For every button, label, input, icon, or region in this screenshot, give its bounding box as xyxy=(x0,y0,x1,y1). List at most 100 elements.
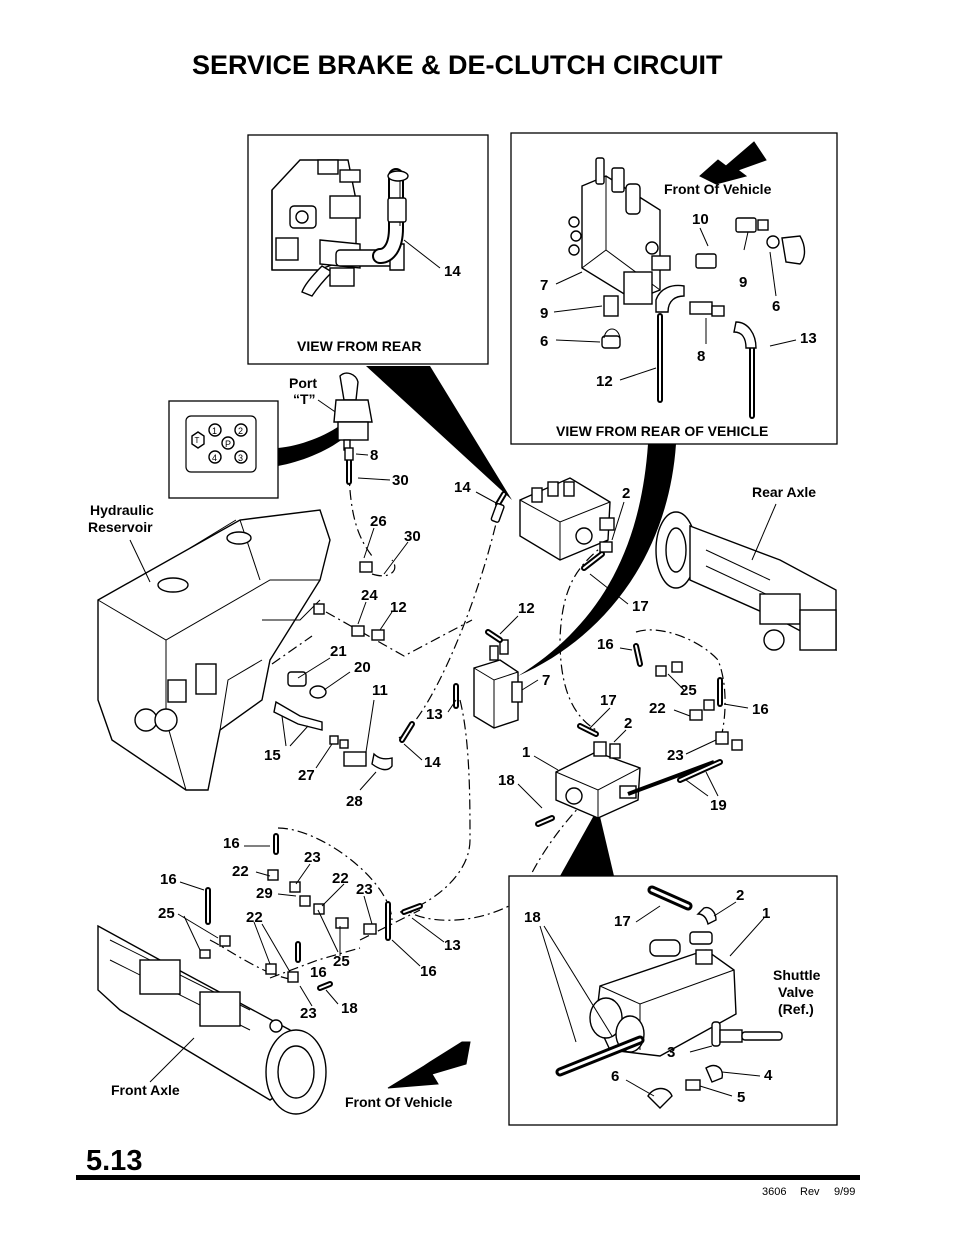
front-axle-drawing xyxy=(97,924,327,1115)
callout: 18 xyxy=(498,772,515,789)
callout: 9 xyxy=(540,305,548,322)
inset-caption-view-from-rear-of-vehicle: VIEW FROM REAR OF VEHICLE xyxy=(556,423,768,439)
callout: 26 xyxy=(370,513,387,530)
callout: 15 xyxy=(264,747,281,764)
rear-vehicle-hoses xyxy=(655,284,757,419)
callout: 21 xyxy=(330,643,347,660)
port-4: 4 xyxy=(212,453,217,463)
rear-valve-drawing xyxy=(271,159,405,297)
brake-valve-joystick xyxy=(333,372,373,451)
callout: 20 xyxy=(354,659,371,676)
callout: 14 xyxy=(424,754,441,771)
port-1: 1 xyxy=(212,426,217,436)
callout: 30 xyxy=(392,472,409,489)
fittings-rear-vehicle xyxy=(601,217,806,349)
callout: 19 xyxy=(710,797,727,814)
direction-arrow-front-top xyxy=(699,141,767,185)
callout: 4 xyxy=(764,1067,773,1084)
page-title: SERVICE BRAKE & DE-CLUTCH CIRCUIT xyxy=(192,50,723,80)
reservoir-frame-drawing xyxy=(97,509,331,791)
port-t: T xyxy=(195,436,200,445)
callout: 7 xyxy=(540,277,548,294)
callout: 12 xyxy=(390,599,407,616)
callout: 9 xyxy=(739,274,747,291)
callout: 23 xyxy=(356,881,373,898)
callout: 30 xyxy=(404,528,421,545)
callout: 22 xyxy=(332,870,349,887)
port-diagram-pointer xyxy=(278,424,344,466)
callout: 27 xyxy=(298,767,315,784)
hydraulic-reservoir-label-line1: Hydraulic xyxy=(90,502,154,518)
rear-inset-hose-14 xyxy=(372,168,409,264)
rear-vehicle-view-pointer xyxy=(518,444,676,676)
callout: 12 xyxy=(518,600,535,617)
callout: 16 xyxy=(420,963,437,980)
inset-caption-view-from-rear: VIEW FROM REAR xyxy=(297,338,421,354)
rear-axle-label: Rear Axle xyxy=(752,484,816,500)
callout: 2 xyxy=(624,715,632,732)
callout: 8 xyxy=(370,447,378,464)
callout: 17 xyxy=(632,598,649,615)
hydraulic-reservoir-label-line2: Reservoir xyxy=(88,519,153,535)
callout: 7 xyxy=(542,672,550,689)
callout: 23 xyxy=(300,1005,317,1022)
callout: 22 xyxy=(246,909,263,926)
callout: 14 xyxy=(444,263,461,280)
callout: 28 xyxy=(346,793,363,810)
shuttle-view-pointer xyxy=(560,808,614,876)
callout: 16 xyxy=(160,871,177,888)
footer-date: 9/99 xyxy=(834,1186,855,1198)
callout: 25 xyxy=(680,682,697,699)
front-of-vehicle-label-top: Front Of Vehicle xyxy=(664,181,772,197)
callout: 1 xyxy=(762,905,770,922)
shuttle-inset-hoses xyxy=(555,885,693,1077)
port-p: P xyxy=(225,439,231,449)
callout: 18 xyxy=(341,1000,358,1017)
callout: 13 xyxy=(426,706,443,723)
port-t-label-line2: “T” xyxy=(293,391,316,407)
callout: 23 xyxy=(304,849,321,866)
callout: 18 xyxy=(524,909,541,926)
callout: 25 xyxy=(158,905,175,922)
callout: 5 xyxy=(737,1089,745,1106)
shuttle-valve-label-line2: Valve xyxy=(778,984,814,1000)
footer-rev-label: Rev xyxy=(800,1186,820,1198)
port-2: 2 xyxy=(238,426,243,436)
callout: 12 xyxy=(596,373,613,390)
shuttle-inset-drawing xyxy=(589,906,783,1109)
callout: 13 xyxy=(444,937,461,954)
callout: 13 xyxy=(800,330,817,347)
callout: 16 xyxy=(752,701,769,718)
declutch-valve-drawing xyxy=(473,639,523,729)
shuttle-valve-label-line1: Shuttle xyxy=(773,967,821,983)
callout: 22 xyxy=(649,700,666,717)
port-3: 3 xyxy=(238,453,243,463)
callout: 3 xyxy=(667,1044,675,1061)
page-number: 5.13 xyxy=(86,1145,142,1177)
rear-axle-drawing xyxy=(655,511,837,652)
callout: 11 xyxy=(372,682,388,699)
port-diagram-ports xyxy=(191,423,248,464)
footer-doc-number: 3606 xyxy=(762,1186,786,1198)
direction-arrow-front-bottom xyxy=(387,1041,471,1089)
callout: 17 xyxy=(614,913,631,930)
callout: 10 xyxy=(692,211,709,228)
callout: 16 xyxy=(310,964,327,981)
callout: 6 xyxy=(611,1068,619,1085)
front-of-vehicle-label-bottom: Front Of Vehicle xyxy=(345,1094,453,1110)
shuttle-valve-main-drawing xyxy=(555,741,641,819)
callout: 16 xyxy=(223,835,240,852)
main-valve-drawing xyxy=(519,477,615,561)
callout: 22 xyxy=(232,863,249,880)
callout: 2 xyxy=(736,887,744,904)
callout: 14 xyxy=(454,479,471,496)
callout: 1 xyxy=(522,744,530,761)
footer-rule xyxy=(76,1175,860,1180)
callout: 8 xyxy=(697,348,705,365)
callout: 25 xyxy=(333,953,350,970)
main-callouts xyxy=(177,453,749,1007)
valve-block-drawing xyxy=(568,157,671,305)
callout: 6 xyxy=(772,298,780,315)
shuttle-valve-label-line3: (Ref.) xyxy=(778,1001,814,1017)
callout: 23 xyxy=(667,747,684,764)
